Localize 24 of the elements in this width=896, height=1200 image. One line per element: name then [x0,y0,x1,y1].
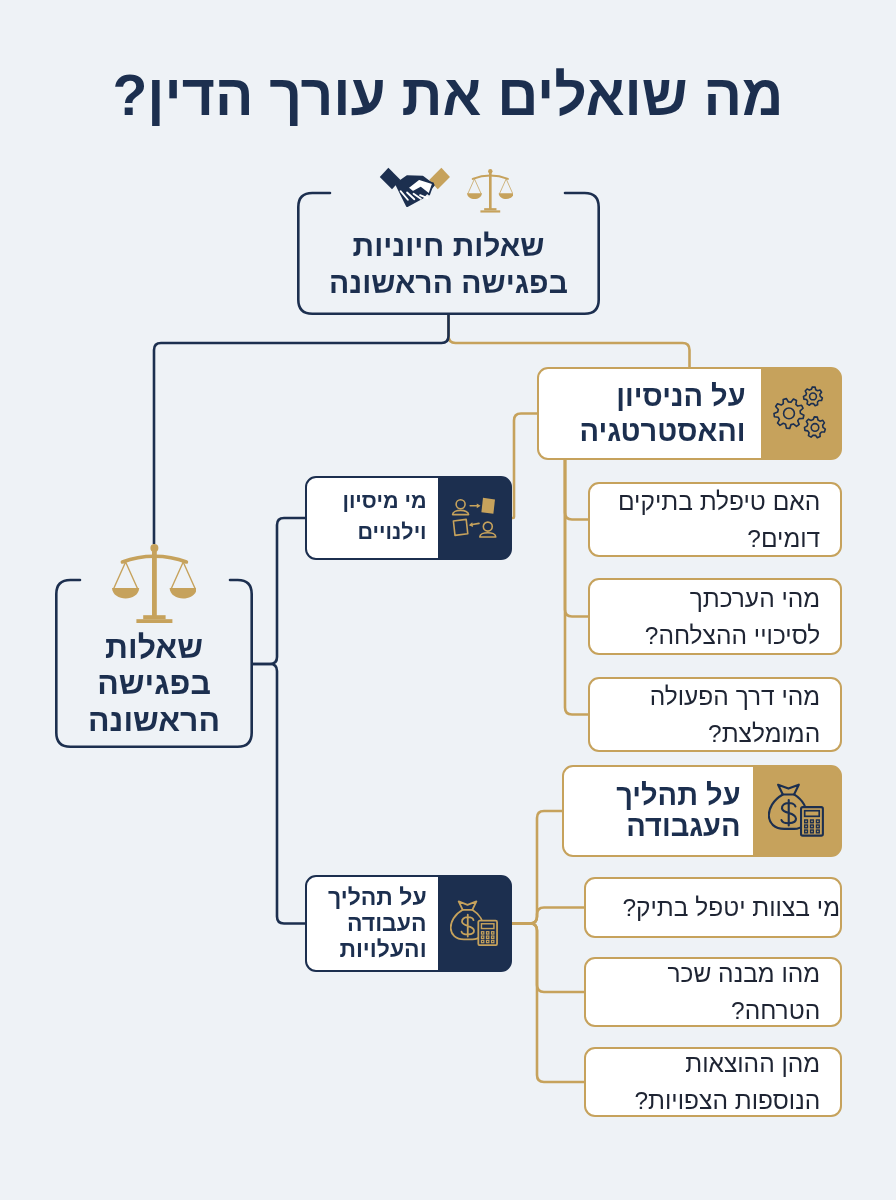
question-box: מהו מבנה שכר הטרחה? [584,957,842,1027]
connector-line [512,922,584,1084]
category-title: על תהליך העגבודה [615,780,741,843]
connector-line [152,315,450,544]
heading-text: שאלות בפגישה הראשונה [86,628,222,739]
heading-box [55,544,253,748]
category-title: על תהליך העבודה והעלויות [326,884,427,963]
category-box [537,367,842,460]
category-title: מי מיסיון וילנויים [341,488,427,547]
category-box [305,476,512,560]
connector-line [563,460,588,716]
title: מה שואלים את עורך הדין? [112,63,784,127]
question-box: מהי הערכתך לסיכויי ההצלחה? [588,578,842,655]
category-box [305,875,512,972]
question-box: האם טיפלת בתיקים דומים? [588,482,842,557]
category-title: על הניסיון והאסטרטגיה [578,379,746,450]
question-box: מהן ההוצאות הנוספות הצפויות? [584,1047,842,1117]
connector-line [253,662,305,925]
question-box: מהי דרך הפעולה המומלצת? [588,677,842,752]
question-box: מי בצוות יטפל בתיק? [584,877,842,938]
heading-box [297,165,600,315]
category-box [562,765,842,857]
connector-line [511,412,537,520]
heading-text: שאלות חיוניות בפגישה הראשונה [328,228,569,301]
